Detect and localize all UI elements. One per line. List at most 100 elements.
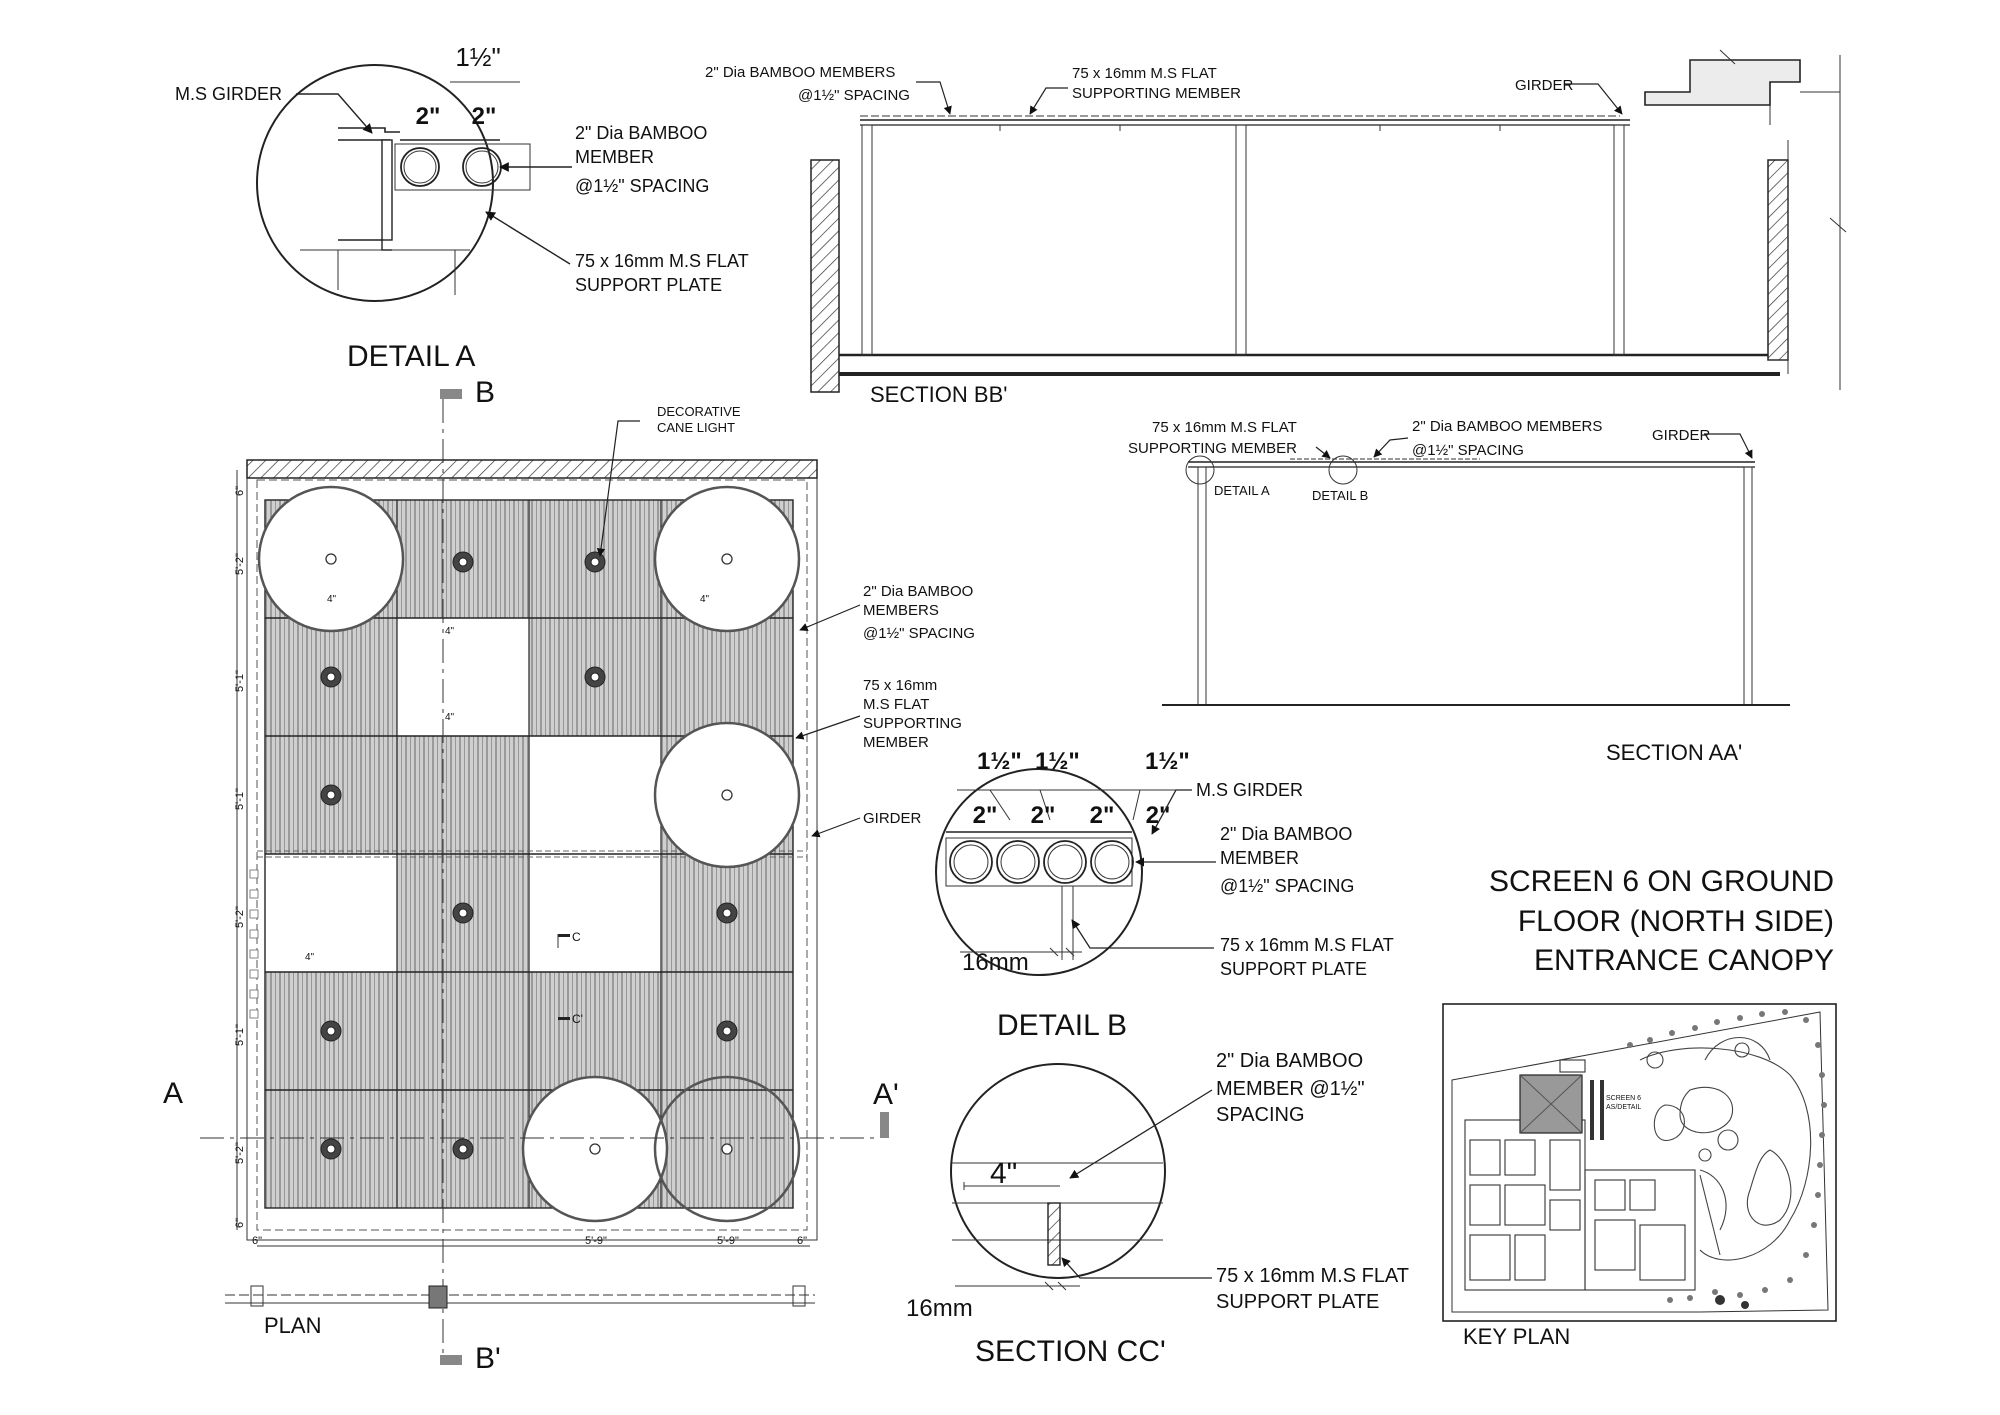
plan-flat-4: MEMBER bbox=[863, 734, 929, 751]
key-plan-trees bbox=[1627, 1009, 1827, 1309]
detail-a-title: DETAIL A bbox=[347, 340, 475, 373]
plan-cane-label-1: DECORATIVE bbox=[657, 404, 741, 419]
section-aa-detail-a-tag: DETAIL A bbox=[1214, 483, 1270, 498]
section-cc: 4" 2" Dia BAMBOO MEMBER @1½" SPACING 75 … bbox=[906, 1050, 1409, 1368]
plan-top-girder bbox=[246, 459, 818, 479]
section-bb: 2" Dia BAMBOO MEMBERS @1½" SPACING 75 x … bbox=[705, 49, 1847, 407]
plan-dim-left-7: 5'-2" bbox=[234, 1142, 246, 1164]
section-bb-bamboo-1: 2" Dia BAMBOO MEMBERS bbox=[705, 64, 895, 81]
plan-dim-bottom-2: 5'-9" bbox=[585, 1235, 607, 1247]
plan-left-dims: 6" 5'-2" 5'-1" 5'-1" 5'-2" 5'-1" 5'-2" 6… bbox=[234, 486, 246, 1228]
plan-dim-left-2: 5'-2" bbox=[234, 553, 246, 575]
section-cc-bamboo-1: 2" Dia BAMBOO bbox=[1216, 1050, 1363, 1072]
key-plan-building bbox=[1464, 1059, 1696, 1291]
sheet-title-line1: SCREEN 6 ON GROUND bbox=[1489, 865, 1834, 898]
plan-flat-2: M.S FLAT bbox=[863, 696, 929, 713]
section-cc-circle bbox=[950, 1063, 1166, 1279]
plan-flat-1: 75 x 16mm bbox=[863, 677, 937, 694]
detail-b-bamboo-row bbox=[949, 840, 1134, 884]
key-plan-title: KEY PLAN bbox=[1463, 1324, 1570, 1349]
detail-a-bamboo-label-2: MEMBER bbox=[575, 147, 654, 167]
plan-dim-left-8: 6" bbox=[234, 1218, 246, 1228]
plan-bamboo-3: @1½" SPACING bbox=[863, 625, 975, 642]
key-plan-tag-1: SCREEN 6 bbox=[1606, 1095, 1641, 1102]
detail-b: 1½" 1½" 1½" 2" 2" 2" 2" M.S GIRDER 2" Di… bbox=[935, 748, 1394, 1042]
section-bb-bamboo-2: @1½" SPACING bbox=[798, 87, 910, 104]
detail-b-circle bbox=[935, 768, 1143, 976]
plan-dim-left-1: 6" bbox=[234, 486, 246, 496]
detail-b-d2: 2" bbox=[1031, 802, 1056, 829]
plan-dim-bottom-4: 6" bbox=[797, 1235, 807, 1247]
detail-b-girder: M.S GIRDER bbox=[1196, 780, 1303, 800]
key-plan: SCREEN 6 AS/DETAIL KEY PLAN bbox=[1442, 1003, 1837, 1349]
detail-a-bamboo-label-1: 2" Dia BAMBOO bbox=[575, 123, 707, 143]
section-bb-left-wall bbox=[810, 159, 840, 393]
detail-a-girder bbox=[300, 127, 470, 295]
plan-dim-left-5: 5'-2" bbox=[234, 906, 246, 928]
plan-gap-4: 4" bbox=[445, 712, 455, 723]
key-plan-frame bbox=[1442, 1003, 1837, 1322]
plan-cut-c2: C' bbox=[572, 1012, 583, 1026]
plan-cut-b2: B' bbox=[475, 1342, 501, 1375]
detail-b-d3: 2" bbox=[1090, 802, 1115, 829]
plan-flat-3: SUPPORTING bbox=[863, 715, 962, 732]
detail-a-dim-2a: 2" bbox=[416, 103, 441, 130]
section-cc-title: SECTION CC' bbox=[975, 1335, 1166, 1368]
plan-bamboo-1: 2" Dia BAMBOO bbox=[863, 583, 973, 600]
section-bb-slab bbox=[1644, 49, 1847, 390]
plan-bamboo-2: MEMBERS bbox=[863, 602, 939, 619]
plan-gap-5: 4" bbox=[305, 952, 315, 963]
section-bb-flat-1: 75 x 16mm M.S FLAT bbox=[1072, 65, 1217, 82]
section-aa-title: SECTION AA' bbox=[1606, 740, 1742, 765]
detail-a: 1½" 2" 2" M.S GIRDER 2" Dia BAMBOO MEMBE… bbox=[175, 42, 749, 373]
plan-cane-lights bbox=[320, 551, 738, 1160]
plan-cut-b-marker bbox=[440, 389, 462, 399]
detail-a-dim-2b: 2" bbox=[472, 103, 497, 130]
section-bb-right-wall bbox=[1767, 159, 1789, 361]
plan-dim-bottom-3: 5'-9" bbox=[717, 1235, 739, 1247]
detail-b-d1: 2" bbox=[973, 802, 998, 829]
detail-a-girder-label: M.S GIRDER bbox=[175, 84, 282, 104]
section-cc-gap: 4" bbox=[990, 1157, 1017, 1190]
detail-b-d4: 2" bbox=[1146, 802, 1171, 829]
plan-cut-b2-marker bbox=[440, 1355, 462, 1365]
section-aa-detail-b-tag: DETAIL B bbox=[1312, 488, 1368, 503]
detail-b-bamboo-1: 2" Dia BAMBOO bbox=[1220, 824, 1352, 844]
detail-a-plate-label-1: 75 x 16mm M.S FLAT bbox=[575, 251, 749, 271]
section-bb-title: SECTION BB' bbox=[870, 382, 1007, 407]
plan-cut-c: C bbox=[572, 930, 581, 944]
section-aa-flat-2: SUPPORTING MEMBER bbox=[1128, 440, 1297, 457]
section-aa-bamboo-2: @1½" SPACING bbox=[1412, 442, 1524, 459]
section-aa-flat-1: 75 x 16mm M.S FLAT bbox=[1152, 419, 1297, 436]
plan-cut-a2-marker bbox=[880, 1112, 889, 1138]
plan-cut-b: B bbox=[475, 376, 495, 409]
plan-dim-left-4: 5'-1" bbox=[234, 788, 246, 810]
section-cc-bamboo-2: MEMBER @1½" bbox=[1216, 1078, 1365, 1100]
detail-a-bamboo-label-3: @1½" SPACING bbox=[575, 176, 709, 196]
key-plan-landscape bbox=[1639, 1037, 1812, 1261]
detail-b-sp1: 1½" bbox=[977, 748, 1022, 775]
section-bb-girder: GIRDER bbox=[1515, 77, 1574, 94]
plan-left-edge-blocks bbox=[249, 869, 259, 1019]
plan-cut-a: A bbox=[163, 1077, 183, 1110]
plan-cane-label-2: CANE LIGHT bbox=[657, 420, 735, 435]
plan: 4" 4" 4" 4" 4" B B' A A' C C' DECORATIVE… bbox=[163, 376, 975, 1375]
section-cc-plate-2: SUPPORT PLATE bbox=[1216, 1291, 1379, 1313]
detail-a-dim-top: 1½" bbox=[455, 42, 500, 72]
section-cc-thick: 16mm bbox=[906, 1295, 973, 1322]
detail-b-sp3: 1½" bbox=[1145, 748, 1190, 775]
section-aa-detail-b-marker bbox=[1328, 455, 1358, 485]
detail-b-title: DETAIL B bbox=[997, 1009, 1127, 1042]
sheet-title: SCREEN 6 ON GROUND FLOOR (NORTH SIDE) EN… bbox=[1489, 865, 1834, 977]
plan-dim-left-3: 5'-1" bbox=[234, 670, 246, 692]
detail-a-circle bbox=[256, 64, 494, 302]
section-bb-flat-2: SUPPORTING MEMBER bbox=[1072, 85, 1241, 102]
detail-b-thick: 16mm bbox=[962, 949, 1029, 976]
section-cc-plate bbox=[1047, 1202, 1061, 1266]
sheet-title-line2: FLOOR (NORTH SIDE) bbox=[1518, 905, 1834, 938]
key-plan-tag-2: AS/DETAIL bbox=[1606, 1104, 1641, 1111]
plan-dim-left-6: 5'-1" bbox=[234, 1024, 246, 1046]
section-aa: DETAIL A DETAIL B 75 x 16mm M.S FLAT SUP… bbox=[1128, 418, 1790, 765]
plan-title: PLAN bbox=[264, 1313, 321, 1338]
